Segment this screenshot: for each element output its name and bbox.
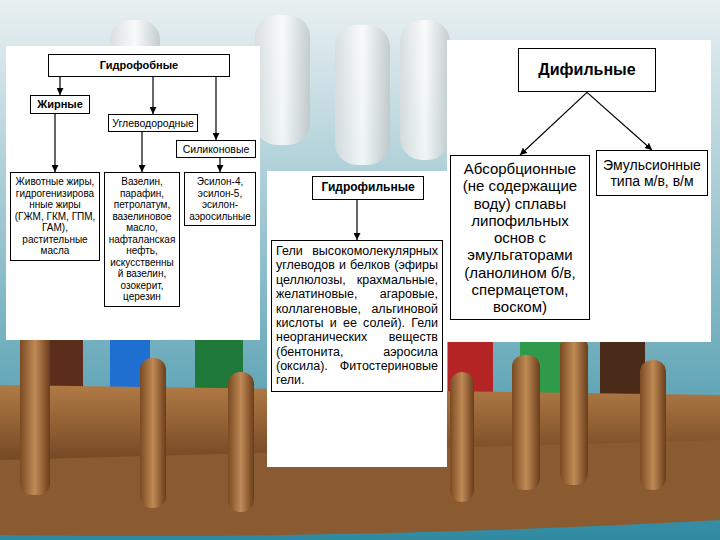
category-box: Гидрофобные xyxy=(48,54,230,77)
category-box: Дифильные xyxy=(518,48,656,92)
node-text: Абсорбционные (не содержащие воду) сплав… xyxy=(454,160,586,315)
node-text: Вазелин, парафин, петролатум, вазелиново… xyxy=(108,176,176,303)
connector-arrow xyxy=(59,77,60,95)
connector-arrow xyxy=(356,200,357,240)
examples-box: Животные жиры, гидрогенизированные жиры … xyxy=(10,172,100,261)
subtype-box: Эмульсионные типа м/в, в/м xyxy=(596,150,708,196)
node-text: Гидрофобные xyxy=(53,59,225,72)
node-text: Эмульсионные типа м/в, в/м xyxy=(600,157,704,189)
examples-box: Эсилон-4, эсилон-5, эсилон-аэросильные xyxy=(184,172,256,226)
node-text: Животные жиры, гидрогенизированные жиры … xyxy=(14,176,96,257)
connector-arrow xyxy=(587,92,652,150)
connector-arrow xyxy=(215,77,216,140)
group-box: Углеводородные xyxy=(108,114,198,132)
subtype-box: Абсорбционные (не содержащие воду) сплав… xyxy=(450,155,590,320)
white-panel xyxy=(447,40,711,342)
examples-box: Гели высокомолекулярных углеводов и белк… xyxy=(271,240,443,392)
node-text: Гели высокомолекулярных углеводов и белк… xyxy=(276,244,438,388)
node-text: Углеводородные xyxy=(112,117,194,129)
connector-arrow xyxy=(219,158,220,172)
connector-arrow xyxy=(141,132,142,172)
connector-arrow xyxy=(54,114,55,172)
node-text: Жирные xyxy=(33,98,87,111)
examples-box: Вазелин, парафин, петролатум, вазелиново… xyxy=(104,172,180,307)
node-text: Дифильные xyxy=(523,61,651,79)
group-box: Силиконовые xyxy=(176,140,256,158)
group-box: Жирные xyxy=(30,95,90,114)
node-text: Эсилон-4, эсилон-5, эсилон-аэросильные xyxy=(188,176,252,222)
connector-arrow xyxy=(152,77,153,114)
node-text: Гидрофильные xyxy=(317,181,419,195)
connector-arrow xyxy=(520,92,587,155)
white-panel xyxy=(6,46,260,340)
category-box: Гидрофильные xyxy=(312,176,424,200)
white-panel xyxy=(267,171,447,467)
node-text: Силиконовые xyxy=(179,143,253,155)
